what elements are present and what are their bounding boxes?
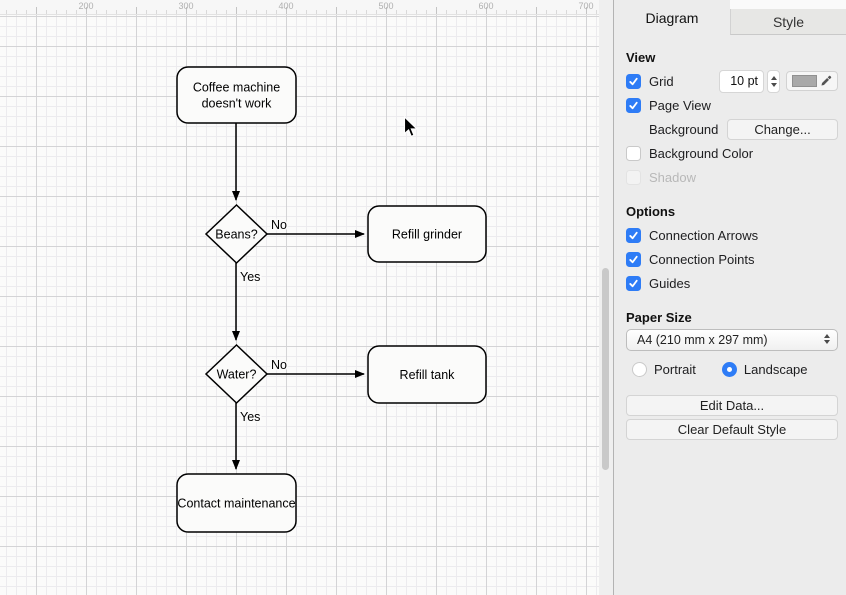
guides-checkbox[interactable]: [626, 275, 641, 291]
edge-label-beans-yes-water[interactable]: Yes: [239, 269, 262, 286]
orientation-row: Portrait Landscape: [632, 357, 838, 381]
guides-label: Guides: [649, 275, 691, 291]
node-label-coffee-machine[interactable]: doesn't work: [202, 97, 273, 111]
connection-points-label: Connection Points: [649, 251, 755, 267]
node-label-contact-maintenance[interactable]: Contact maintenance: [177, 497, 295, 511]
format-panel: Diagram Style View Grid: [613, 0, 846, 595]
background-label: Background: [649, 121, 719, 137]
panel-content: View Grid: [614, 50, 846, 440]
connection-arrows-row: Connection Arrows: [626, 223, 838, 247]
connection-arrows-label: Connection Arrows: [649, 227, 759, 243]
page-view-checkbox[interactable]: [626, 97, 641, 113]
panel-tab-bar: Diagram Style: [614, 0, 846, 35]
connection-points-row: Connection Points: [626, 247, 838, 271]
ruler-label: 700: [578, 1, 594, 11]
background-color-label: Background Color: [649, 145, 754, 161]
paper-size-selected-value: A4 (210 mm x 297 mm): [637, 333, 768, 347]
options-section-heading: Options: [626, 204, 676, 219]
grid-color-button[interactable]: [786, 71, 838, 91]
clear-default-style-button[interactable]: Clear Default Style: [626, 419, 838, 440]
portrait-radio[interactable]: [632, 361, 647, 377]
connection-arrows-checkbox[interactable]: [626, 227, 641, 243]
ruler-label: 600: [478, 1, 494, 11]
connection-points-checkbox[interactable]: [626, 251, 641, 267]
page-view-row: Page View: [626, 93, 838, 117]
node-label-water[interactable]: Water?: [217, 368, 257, 382]
node-refill-tank[interactable]: [367, 345, 487, 404]
node-coffee-machine[interactable]: [176, 66, 297, 124]
view-section-heading: View: [626, 50, 656, 65]
node-refill-grinder[interactable]: [367, 205, 487, 263]
node-beans[interactable]: [204, 203, 269, 265]
ruler-label: 400: [278, 1, 294, 11]
node-label-beans[interactable]: Beans?: [215, 228, 257, 242]
grid-color-swatch: [792, 75, 817, 87]
stepper-up-icon[interactable]: [770, 75, 777, 80]
grid-checkbox[interactable]: [626, 73, 641, 89]
landscape-radio[interactable]: [721, 361, 737, 377]
vertical-scrollbar[interactable]: [599, 0, 613, 595]
background-change-button[interactable]: Change...: [727, 118, 838, 140]
background-color-row: Background Color: [626, 141, 838, 165]
canvas-grid-page[interactable]: [0, 15, 599, 595]
edge-label-beans-no-grinder[interactable]: No: [270, 217, 289, 234]
paper-size-select[interactable]: A4 (210 mm x 297 mm): [626, 329, 838, 351]
node-water[interactable]: [204, 343, 269, 405]
ruler-label: 300: [178, 1, 194, 11]
ruler-label: 500: [378, 1, 394, 11]
landscape-label: Landscape: [743, 361, 808, 377]
node-contact-maintenance[interactable]: [176, 473, 297, 533]
grid-size-input[interactable]: [719, 69, 764, 93]
grid-label: Grid: [649, 73, 674, 89]
vertical-scrollbar-thumb[interactable]: [602, 268, 609, 470]
node-label-refill-grinder[interactable]: Refill grinder: [392, 228, 462, 242]
tab-diagram-label: Diagram: [645, 9, 699, 26]
shadow-label: Shadow: [649, 169, 696, 185]
background-row: Background Change...: [626, 117, 838, 141]
horizontal-ruler: 200 300 400 500 600 700: [0, 0, 599, 15]
paper-size-section-heading: Paper Size: [626, 310, 692, 325]
shadow-row: Shadow: [626, 165, 838, 189]
shadow-checkbox: [626, 169, 641, 185]
node-label-refill-tank[interactable]: Refill tank: [400, 368, 456, 382]
grid-row: Grid: [626, 69, 838, 93]
portrait-label: Portrait: [654, 361, 696, 377]
tab-diagram[interactable]: Diagram: [614, 0, 730, 35]
background-color-checkbox[interactable]: [626, 145, 641, 161]
guides-row: Guides: [626, 271, 838, 295]
edge-label-water-yes-contact[interactable]: Yes: [239, 409, 262, 426]
grid-size-stepper[interactable]: [767, 69, 780, 93]
edge-label-water-no-tank[interactable]: No: [270, 357, 289, 374]
ruler-label: 200: [78, 1, 94, 11]
node-label-coffee-machine[interactable]: Coffee machine: [193, 81, 280, 95]
stepper-down-icon[interactable]: [770, 82, 777, 87]
eyedropper-icon: [821, 75, 832, 86]
edit-data-button[interactable]: Edit Data...: [626, 395, 838, 416]
tab-style-label: Style: [772, 13, 805, 30]
page-view-label: Page View: [649, 97, 711, 113]
tab-style[interactable]: Style: [730, 0, 846, 35]
select-arrows-icon: [824, 334, 830, 344]
